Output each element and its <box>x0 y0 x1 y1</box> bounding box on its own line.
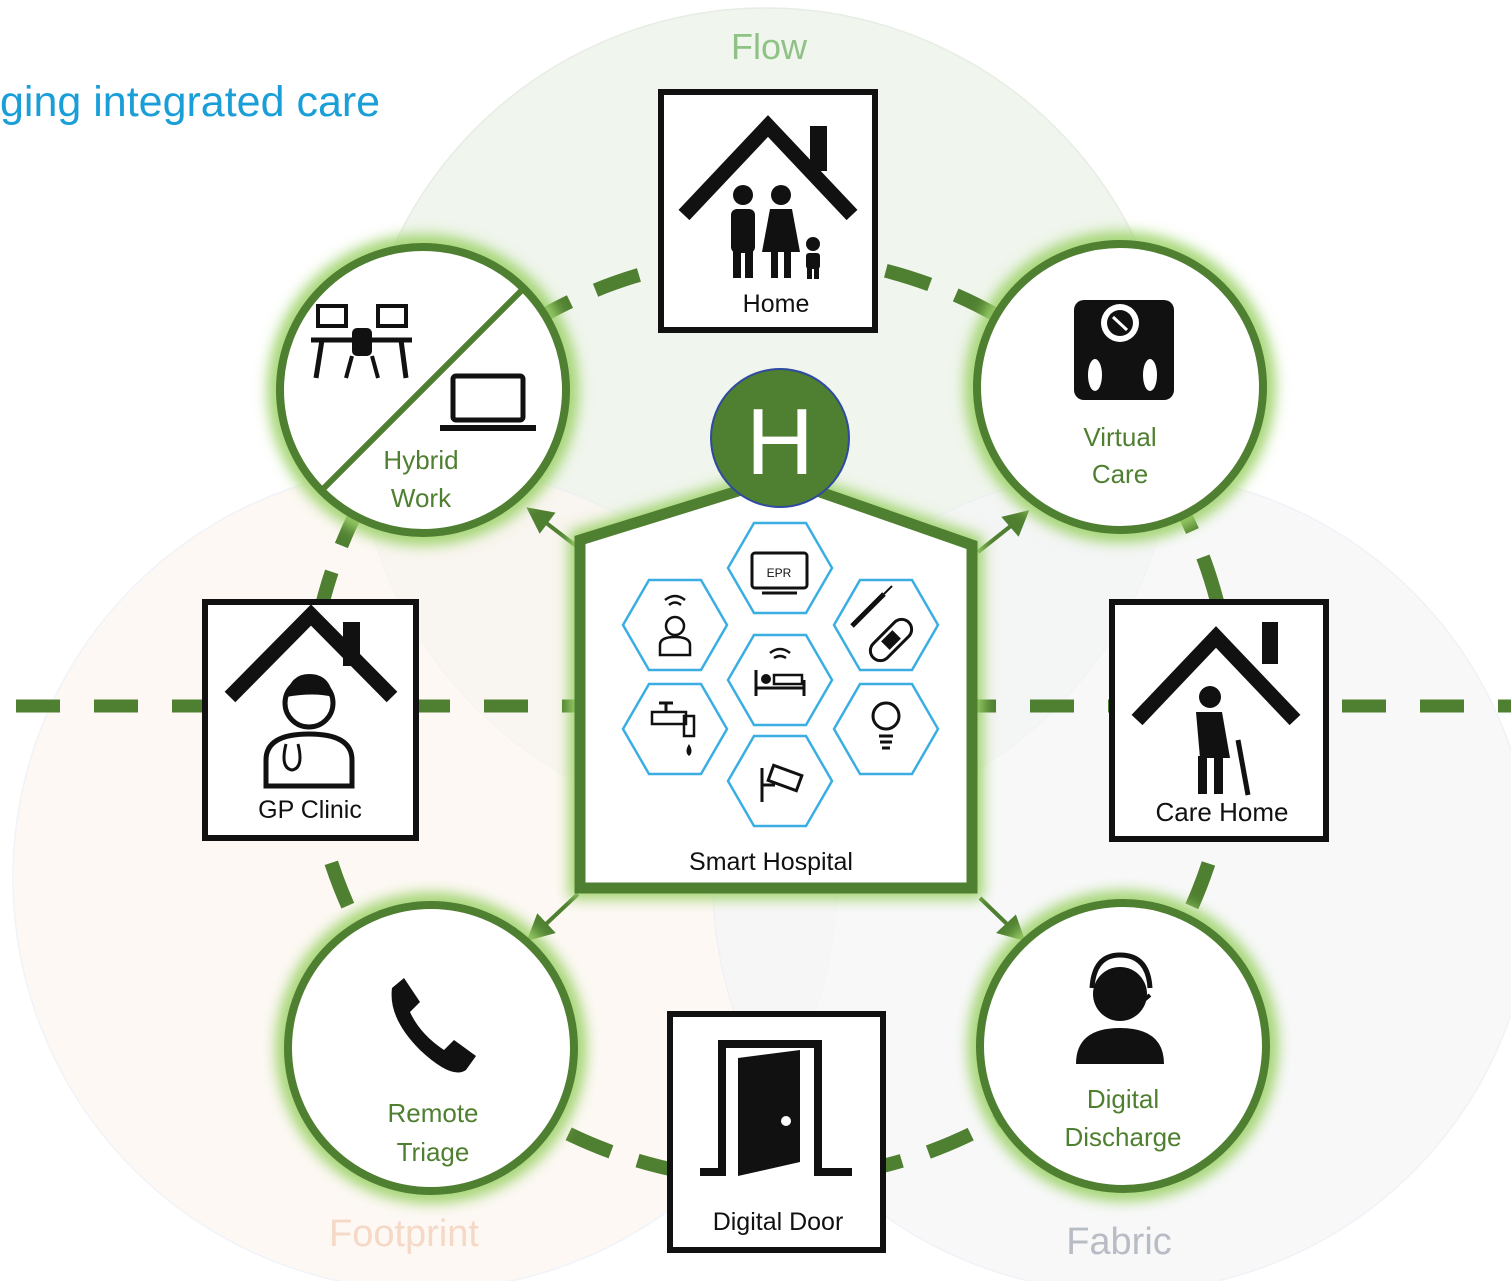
remote-triage-label-line1: Remote <box>387 1098 478 1128</box>
node-digital-door[interactable]: Digital Door <box>667 1011 886 1253</box>
hex-grid <box>621 521 940 828</box>
smart-hospital-label: Smart Hospital <box>689 848 853 876</box>
door-icon <box>700 1040 852 1176</box>
tap-icon <box>650 701 696 756</box>
family-house-icon <box>678 115 858 279</box>
bed-wifi-icon <box>754 647 806 696</box>
scale-icon <box>1074 300 1174 400</box>
desk-chairs-icon <box>311 304 412 379</box>
node-hybrid-work[interactable]: Hybrid Work <box>268 235 578 545</box>
virtual-care-label-line1: Virtual <box>1083 422 1156 452</box>
hybrid-divider <box>319 285 527 493</box>
node-care-home[interactable]: Care Home <box>1109 599 1329 842</box>
digital-discharge-label-line2: Discharge <box>1064 1122 1181 1152</box>
headset-agent-icon <box>1076 952 1164 1064</box>
hospital-arrows <box>526 507 1030 941</box>
node-digital-discharge[interactable]: Digital Discharge <box>968 891 1278 1201</box>
laptop-icon <box>440 373 536 431</box>
hospital-badge-letter: H <box>746 389 814 494</box>
hybrid-work-label-line1: Hybrid <box>383 445 458 475</box>
footprint-zone-label: Footprint <box>329 1213 479 1255</box>
hex-nurse <box>621 578 729 672</box>
node-remote-triage[interactable]: Remote Triage <box>276 893 586 1203</box>
hybrid-work-label-line2: Work <box>391 483 452 513</box>
smart-hospital[interactable]: Smart Hospital EPR <box>569 368 983 899</box>
hex-camera <box>726 734 834 828</box>
syringe-plaster-icon <box>850 585 914 663</box>
hex-bed <box>726 633 834 727</box>
hex-syringe <box>832 578 940 672</box>
digital-discharge-label-line1: Digital <box>1087 1084 1159 1114</box>
page-title: ging integrated care <box>0 78 380 126</box>
node-home[interactable]: Home <box>658 89 878 333</box>
node-home-label: Home <box>743 290 810 318</box>
nurse-wifi-icon <box>658 594 692 657</box>
bulb-icon <box>871 701 901 750</box>
epr-label: EPR <box>767 566 792 580</box>
flow-zone-label: Flow <box>731 26 808 67</box>
elderly-house-icon <box>1131 622 1301 796</box>
epr-monitor-icon: EPR <box>750 551 809 595</box>
node-gp-clinic-label: GP Clinic <box>258 796 362 824</box>
camera-icon <box>760 763 804 802</box>
hex-tap <box>621 682 729 776</box>
remote-triage-label-line2: Triage <box>397 1137 470 1167</box>
node-virtual-care[interactable]: Virtual Care <box>965 232 1275 542</box>
virtual-care-label-line2: Care <box>1092 459 1148 489</box>
node-care-home-label: Care Home <box>1156 797 1289 827</box>
node-gp-clinic[interactable]: GP Clinic <box>202 599 419 841</box>
hex-epr <box>726 521 834 615</box>
hospital-badge <box>710 368 850 508</box>
doctor-house-icon <box>224 604 398 789</box>
phone-icon <box>391 978 476 1073</box>
node-digital-door-label: Digital Door <box>713 1208 844 1236</box>
fabric-zone-label: Fabric <box>1066 1221 1172 1263</box>
